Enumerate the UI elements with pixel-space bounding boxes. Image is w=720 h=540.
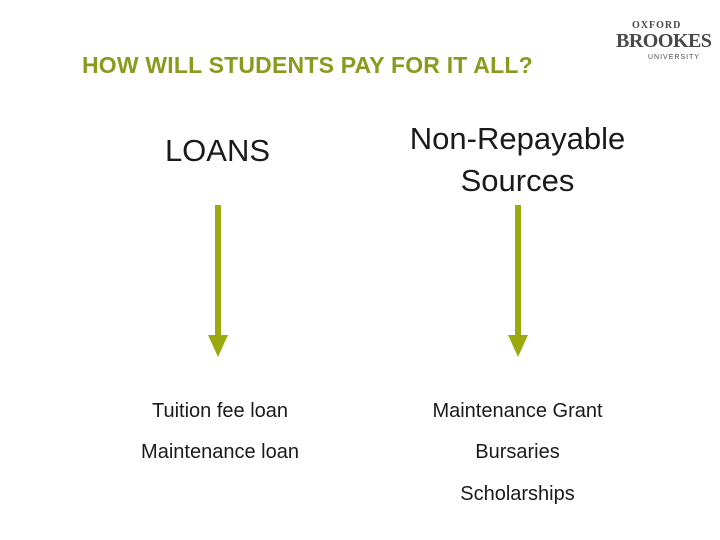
logo-line-university: UNIVERSITY	[648, 54, 701, 61]
logo-line-oxford: OXFORD	[632, 20, 682, 31]
down-arrow-icon	[208, 205, 228, 357]
down-arrow-icon	[508, 205, 528, 357]
list-item-maintenance-loan: Maintenance loan	[141, 441, 299, 463]
non-repayable-heading-line1: Non-Repayable	[409, 121, 626, 156]
slide-title: HOW WILL STUDENTS PAY FOR IT ALL?	[82, 52, 533, 78]
list-item-tuition-fee-loan: Tuition fee loan	[151, 400, 288, 422]
university-logo: OXFORD BROOKES UNIVERSITY	[612, 20, 712, 68]
list-item-maintenance-grant: Maintenance Grant	[432, 400, 603, 422]
non-repayable-heading: Non-Repayable Sources	[365, 118, 670, 202]
list-item-bursaries: Bursaries	[475, 441, 560, 463]
loans-heading: LOANS	[164, 133, 271, 168]
list-item-scholarships: Scholarships	[460, 483, 575, 505]
non-repayable-heading-line2: Sources	[460, 163, 575, 198]
logo-line-brookes: BROOKES	[616, 30, 712, 52]
